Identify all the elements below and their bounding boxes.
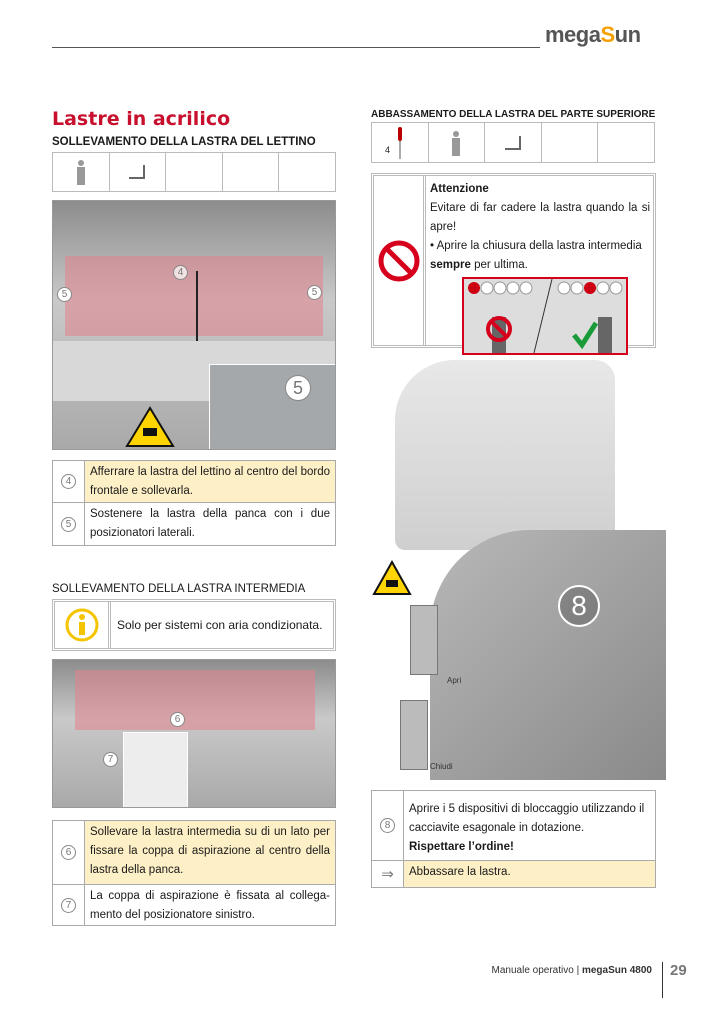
screwdriver-icon	[397, 126, 402, 159]
section-heading-lettino: SOLLEVAMENTO DELLA LASTRA DEL LETTINO	[52, 136, 316, 148]
hand-crush-warning-icon	[125, 406, 175, 447]
wrong-right-order-icon	[468, 278, 623, 354]
person-icon	[76, 160, 85, 185]
photo-lettino-lift: 4 5 5 5	[52, 200, 336, 450]
prohibition-icon	[378, 240, 419, 281]
lock-order-illustration	[462, 277, 628, 355]
info-box: Solo per sistemi con aria condizionata.	[52, 599, 336, 651]
footer-divider	[662, 962, 663, 998]
info-icon	[65, 608, 98, 642]
page-title: Lastre in acrilico	[52, 108, 231, 130]
photo-superiore: 8 Apri Chiudi	[370, 360, 666, 780]
header-rule	[52, 47, 540, 48]
photo-intermedia: 6 7	[52, 659, 336, 808]
footer-doc: Manuale operativo | megaSun 4800	[491, 965, 652, 976]
section-heading-superiore: ABBASSAMENTO DELLA LASTRA DEL PARTE SUPE…	[371, 109, 656, 120]
person-icon	[452, 130, 461, 156]
requirements-table-right: 4	[371, 122, 655, 163]
megasun-logo: megaSun	[545, 22, 641, 47]
result-arrow-icon: ⇒	[372, 861, 404, 887]
hand-crush-warning-icon	[372, 560, 412, 595]
bullet: • Aprire la chiusura della lastra interm…	[430, 240, 642, 271]
page-number: 29	[670, 962, 687, 979]
enter-arrow-icon	[504, 135, 521, 150]
section-heading-intermedia: SOLLEVAMENTO DELLA LASTRA INTERMEDIA	[52, 583, 306, 595]
enter-arrow-icon	[129, 165, 146, 179]
requirements-table	[52, 152, 336, 192]
attention-box: Attenzione Evitare di far cadere la last…	[371, 173, 656, 355]
